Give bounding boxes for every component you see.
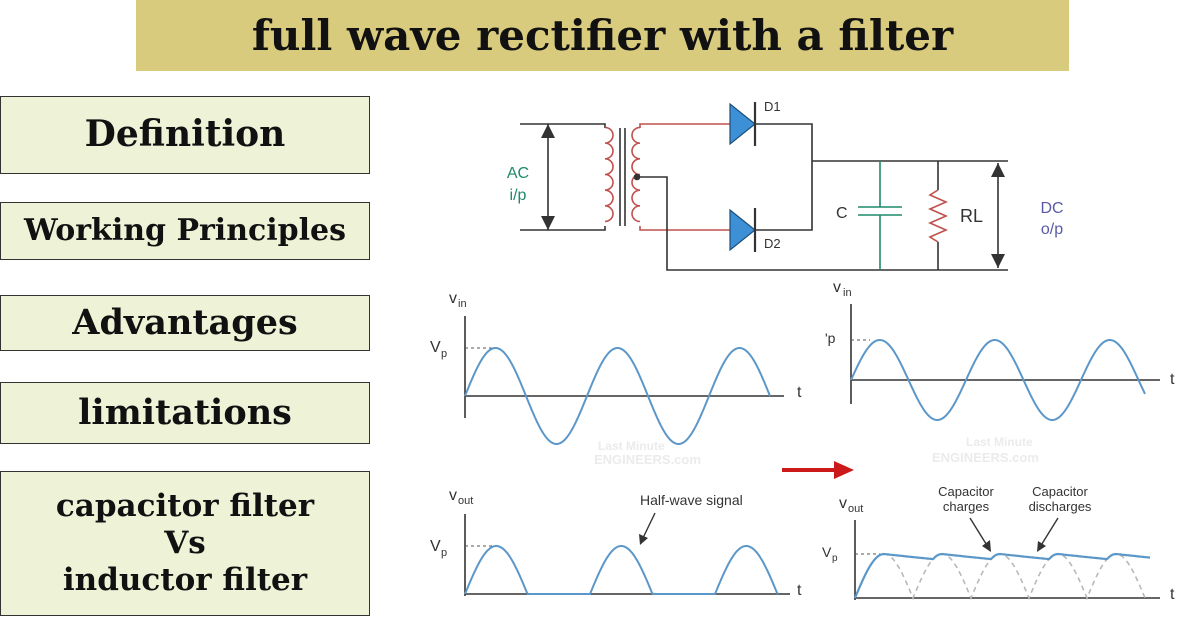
svg-text:V: V [430, 538, 441, 555]
title-banner: full wave rectifier with a filter [136, 0, 1069, 71]
resistor-icon [928, 189, 948, 243]
graph-vin-right: v in 'p t [825, 279, 1175, 421]
capacitor [858, 161, 902, 270]
circuit-diagram [520, 123, 626, 231]
svg-text:V: V [822, 544, 832, 560]
svg-text:v: v [833, 279, 841, 296]
secondary-coil [631, 126, 641, 223]
svg-text:v: v [449, 487, 457, 504]
circuit-wiring [633, 123, 1008, 271]
ac-label: i/p [510, 187, 527, 204]
menu-item-label: Advantages [72, 302, 298, 343]
menu-item-advantages[interactable]: Advantages [0, 295, 370, 351]
svg-text:v: v [449, 290, 457, 307]
page-title: full wave rectifier with a filter [251, 11, 954, 60]
svg-text:p: p [441, 547, 447, 559]
svg-text:p: p [832, 553, 838, 564]
arrow-head-icon [541, 124, 555, 138]
capacitor-charges-label: Capacitor [938, 484, 994, 499]
graph-vout-half-wave: v out V p t Half-wave signal [430, 487, 802, 599]
primary-coil [604, 126, 614, 223]
arrow-head-icon [991, 254, 1005, 268]
arrow-head-icon [541, 216, 555, 230]
diode-icon [729, 102, 756, 146]
primary-wire-top [520, 123, 606, 128]
menu-item-capacitor-vs-inductor[interactable]: capacitor filter Vs inductor filter [0, 471, 370, 616]
svg-text:in: in [458, 298, 467, 310]
secondary-wire-bottom [639, 226, 730, 231]
svg-text:t: t [1170, 586, 1175, 603]
ac-label: AC [507, 165, 529, 182]
graph-vin-left: v in V p t [430, 290, 802, 445]
dc-label: o/p [1041, 221, 1063, 238]
capacitor-discharges-label: discharges [1029, 499, 1092, 514]
transformer-coils [604, 123, 730, 231]
menu-item-label-line: inductor filter [62, 562, 308, 599]
svg-text:p: p [441, 348, 447, 360]
vin-waveform [850, 339, 1146, 421]
svg-text:ENGINEERS.com: ENGINEERS.com [594, 452, 701, 467]
menu-item-limitations[interactable]: limitations [0, 382, 370, 444]
d1-label: D1 [764, 99, 781, 114]
svg-text:out: out [848, 503, 863, 515]
menu-item-label-line: Vs [164, 524, 206, 561]
svg-text:in: in [843, 287, 852, 299]
svg-text:V: V [430, 339, 441, 356]
arrow-right-icon [834, 461, 854, 479]
filtered-ripple-waveform [853, 552, 1151, 599]
menu-item-label-line: capacitor filter [55, 487, 315, 524]
primary-wire-bottom [520, 226, 606, 231]
menu-item-working-principles[interactable]: Working Principles [0, 202, 370, 260]
svg-text:ENGINEERS.com: ENGINEERS.com [932, 450, 1039, 465]
svg-text:out: out [458, 495, 473, 507]
vin-waveform [464, 347, 771, 445]
load-label: RL [960, 206, 983, 226]
diode-icon [729, 208, 756, 252]
svg-text:t: t [797, 582, 802, 599]
vout-waveform [464, 545, 779, 595]
graph-vout-filtered: v out V p t Capacitor charges Capacitor … [822, 484, 1175, 603]
menu-item-label: Definition [84, 113, 286, 156]
menu-item-label: limitations [78, 392, 292, 433]
arrow-head-icon [991, 163, 1005, 177]
secondary-wire-top [639, 123, 730, 128]
svg-text:'p: 'p [825, 330, 836, 346]
svg-text:v: v [839, 495, 847, 512]
center-tap-wire [637, 176, 880, 271]
diode-d1 [729, 102, 757, 146]
diode-d2 [729, 208, 757, 252]
svg-text:t: t [1170, 371, 1175, 388]
capacitor-label: C [836, 205, 848, 222]
menu-item-label: Working Principles [23, 213, 347, 248]
menu-item-definition[interactable]: Definition [0, 96, 370, 174]
transition-arrow [782, 461, 854, 479]
watermark: Last Minute ENGINEERS.com Last Minute EN… [594, 435, 1039, 467]
capacitor-discharges-label: Capacitor [1032, 484, 1088, 499]
d2-label: D2 [764, 236, 781, 251]
d1-output-wire [755, 123, 813, 161]
svg-text:Last Minute: Last Minute [598, 439, 665, 453]
svg-text:t: t [797, 384, 802, 401]
dc-label: DC [1040, 200, 1063, 217]
d2-output-wire [755, 161, 813, 231]
svg-text:Last Minute: Last Minute [966, 435, 1033, 449]
rectified-dashed-waveform [854, 553, 1146, 601]
capacitor-charges-label: charges [943, 499, 990, 514]
half-wave-annotation: Half-wave signal [640, 492, 743, 508]
